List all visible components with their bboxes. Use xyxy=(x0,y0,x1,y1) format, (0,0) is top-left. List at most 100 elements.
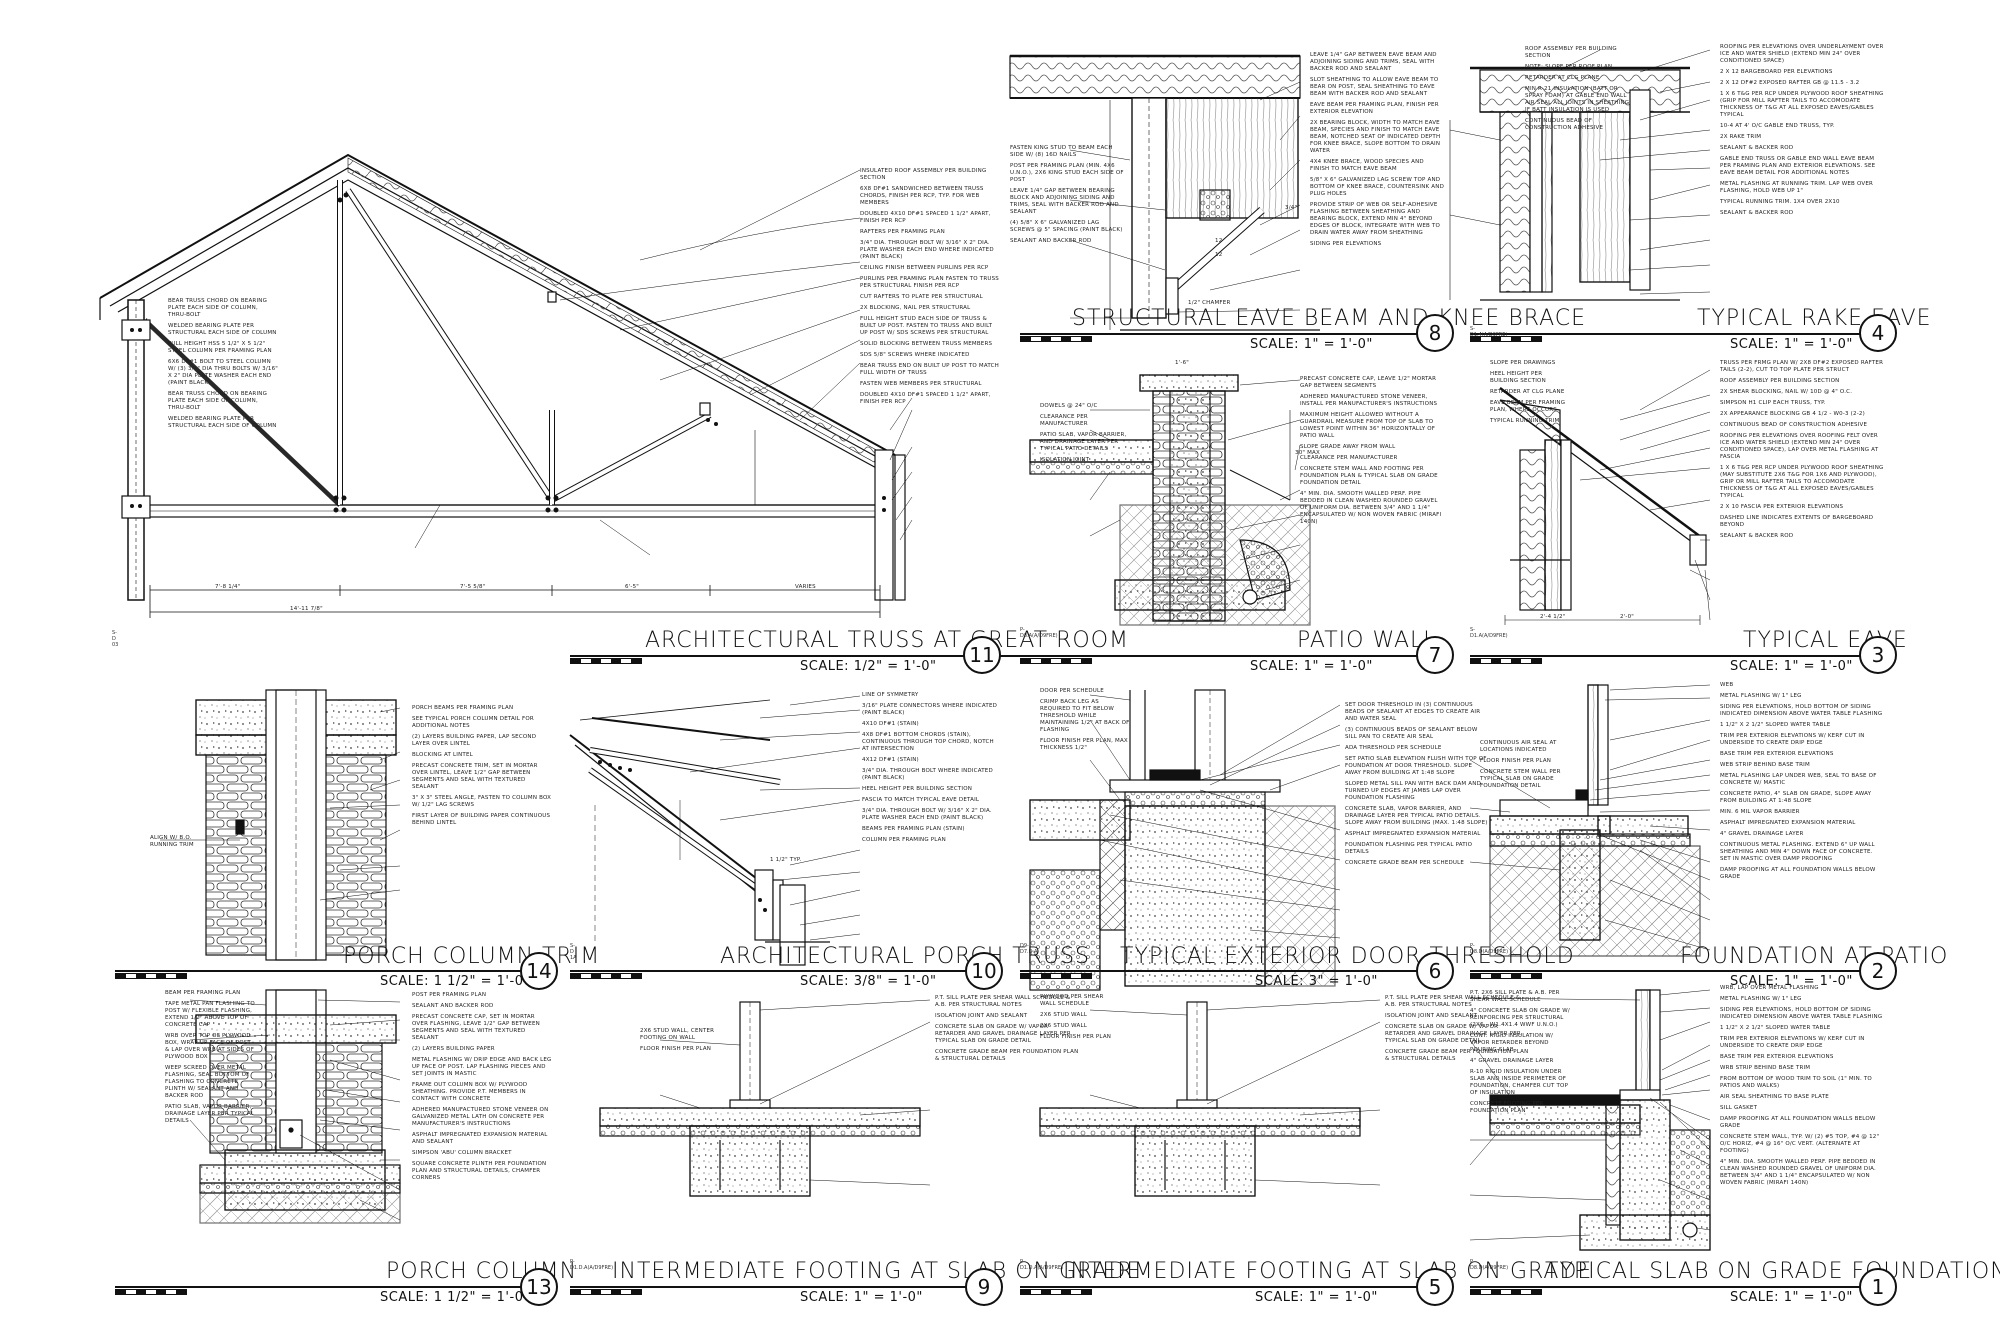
notes-right-d11: INSULATED ROOF ASSEMBLY PER BUILDING SEC… xyxy=(860,168,1000,410)
annotation-note: SET DOOR THRESHOLD IN (3) CONTINUOUS BEA… xyxy=(1345,702,1481,722)
annotation-note: TRIM PER EXTERIOR ELEVATIONS W/ KERF CUT… xyxy=(1720,733,1865,746)
annotation-note: CONTINUOUS AIR SEAL AT LOCATIONS INDICAT… xyxy=(1480,740,1557,753)
annotation-note: ISOLATION JOINT AND SEALANT xyxy=(935,1013,1028,1019)
detail-scale: SCALE: 1" = 1'-0" xyxy=(1255,1290,1378,1305)
detail-title: FOUNDATION AT PATIO xyxy=(1680,944,1949,969)
annotation-note: BLOCKING AT LINTEL xyxy=(412,752,473,758)
annotation-note: SOLID BLOCKING BETWEEN TRUSS MEMBERS xyxy=(860,341,993,347)
detail-title: TYPICAL SLAB ON GRADE FOUNDATION xyxy=(1545,1259,2000,1284)
annotation-note: WRB STRIP BEHIND BASE TRIM xyxy=(1720,1065,1811,1071)
annotation-note: PRECAST CONCRETE TRIM, SET IN MORTAR OVE… xyxy=(412,763,538,790)
annotation-note: (2) LAYERS BUILDING PAPER xyxy=(412,1046,495,1052)
dimension-label: 6'-5" xyxy=(625,584,640,590)
annotation-note: BEAMS PER FRAMING PLAN (STAIN) xyxy=(862,826,965,832)
detail-title: STRUCTURAL EAVE BEAM AND KNEE BRACE xyxy=(1072,306,1587,331)
detail-scale: SCALE: 1" = 1'-0" xyxy=(1250,659,1373,674)
rake-eave-drawing xyxy=(1449,49,1711,301)
annotation-note: 2 X 12 DF#2 EXPOSED RAFTER GB @ 11.5 - 3… xyxy=(1720,80,1860,86)
annotation-note: SILL GASKET xyxy=(1720,1105,1758,1111)
annotation-note: 4" MIN. DIA. SMOOTH WALLED PERF. PIPE BE… xyxy=(1300,491,1442,525)
porch-truss-drawing xyxy=(569,695,861,966)
annotation-note: SDS 5/8" SCREWS WHERE INDICATED xyxy=(860,352,970,358)
annotation-note: ROOFING PER ELEVATIONS OVER ROOFING FELT… xyxy=(1720,433,1879,460)
annotation-note: SEE TYPICAL PORCH COLUMN DETAIL FOR ADDI… xyxy=(412,716,534,729)
dimension-label: 2'-4 1/2" xyxy=(1540,614,1566,620)
annotation-note: PLYWOOD PER SHEAR WALL SCHEDULE xyxy=(1040,994,1104,1007)
annotation-note: LEAVE 1/4" GAP BETWEEN EAVE BEAM AND ADJ… xyxy=(1310,52,1437,72)
annotation-note: 2X6 STUD WALL xyxy=(1040,1023,1088,1029)
annotation-note: CONCRETE SLAB ON GRADE W/ VAPOR RETARDER… xyxy=(1385,1024,1521,1044)
notes-left-d1: P.T. 2X6 SILL PLATE & A.B. PER SHEAR WAL… xyxy=(1470,990,1570,1119)
detail-title: PATIO WALL xyxy=(1297,628,1437,653)
notes-left-d2: CONTINUOUS AIR SEAL AT LOCATIONS INDICAT… xyxy=(1480,740,1570,794)
notes-right-d3: TRUSS PER FRMG PLAN W/ 2X8 DF#2 EXPOSED … xyxy=(1720,360,1885,544)
annotation-note: 3/4" DIA. THROUGH BOLT W/ 3/16" X 2" DIA… xyxy=(862,808,992,821)
detail-number: 10 xyxy=(965,952,1003,990)
sheet-ref: P-D1.D.A(A/D9FRE) xyxy=(570,1259,614,1271)
annotation-note: CONCRETE FOOTING PER FOUNDATION PLAN xyxy=(1470,1101,1544,1114)
annotation-note: CONCRETE PATIO, 4" SLAB ON GRADE, SLOPE … xyxy=(1720,791,1872,804)
detail-scale: SCALE: 1" = 1'-0" xyxy=(1730,659,1853,674)
dimension-label: 12 xyxy=(1215,238,1223,244)
annotation-note: CONTINUOUS METAL FLASHING. EXTEND 6" UP … xyxy=(1720,842,1875,862)
annotation-note: DOUBLED 4X10 DF#1 SPACED 1 1/2" APART, F… xyxy=(860,211,991,224)
annotation-note: HEEL HEIGHT PER BUILDING SECTION xyxy=(862,786,973,792)
annotation-note: CEILING FINISH BETWEEN PURLINS PER RCP xyxy=(860,265,989,271)
annotation-note: 3" X 3" STEEL ANGLE, FASTEN TO COLUMN BO… xyxy=(412,795,552,808)
annotation-note: BEAM PER FRAMING PLAN xyxy=(165,990,241,996)
annotation-note: MIN. 6 MIL VAPOR BARRIER xyxy=(1720,809,1800,815)
annotation-note: POST PER FRAMING PLAN xyxy=(412,992,487,998)
annotation-note: ASPHALT IMPREGNATED EXPANSION MATERIAL A… xyxy=(412,1132,548,1145)
annotation-note: LEAVE 1/4" GAP BETWEEN BEARING BLOCK AND… xyxy=(1010,188,1119,215)
annotation-note: RAFTERS PER FRAMING PLAN xyxy=(860,229,945,235)
detail-title: TYPICAL EXTERIOR DOOR THRESHOLD xyxy=(1120,944,1575,969)
dimension-label: 2'-0" xyxy=(1620,614,1635,620)
annotation-note: 2X APPEARANCE BLOCKING GB 4 1/2 - W0-3 (… xyxy=(1720,411,1865,417)
annotation-note: (2) LAYERS BUILDING PAPER, LAP SECOND LA… xyxy=(412,734,537,747)
annotation-note: ROOFING PER ELEVATIONS OVER UNDERLAYMENT… xyxy=(1720,44,1884,64)
annotation-note: DOUBLED 4X10 DF#1 SPACED 1 1/2" APART, F… xyxy=(860,392,991,405)
annotation-note: POST PER FRAMING PLAN (MIN. 4X6 U.N.O.),… xyxy=(1010,163,1124,183)
annotation-note: 4X12 DF#1 (STAIN) xyxy=(862,757,919,763)
annotation-note: SIDING PER ELEVATIONS, HOLD BOTTOM OF SI… xyxy=(1720,704,1883,717)
annotation-note: DAMP PROOFING AT ALL FOUNDATION WALLS BE… xyxy=(1720,867,1876,880)
annotation-note: BASE TRIM PER EXTERIOR ELEVATIONS xyxy=(1720,751,1834,757)
detail-scale: SCALE: 3/8" = 1'-0" xyxy=(800,974,937,989)
sheet-ref: S-D 03 xyxy=(112,630,119,648)
detail-scale: SCALE: 1" = 1'-0" xyxy=(1730,1290,1853,1305)
sheet-ref: D9-D7.D.A xyxy=(1020,943,1038,955)
annotation-note: CRIMP BACK LEG AS REQUIRED TO FIT BELOW … xyxy=(1040,699,1130,733)
annotation-note: ISOLATION JOINT AND SEALANT xyxy=(1385,1013,1478,1019)
annotation-note: 3/16" PLATE CONNECTORS WHERE INDICATED (… xyxy=(862,703,998,716)
annotation-note: RETARDER AT CLG PLANE xyxy=(1490,389,1565,395)
annotation-note: WELDED BEARING PLATE PER STRUCTURAL EACH… xyxy=(168,323,277,336)
dimension-label: 7'-8 1/4" xyxy=(215,584,241,590)
annotation-note: 5/8" X 6" GALVANIZED LAG SCREW TOP AND B… xyxy=(1310,177,1445,197)
detail-scale: SCALE: 1" = 1'-0" xyxy=(1730,974,1853,989)
detail-number: 14 xyxy=(520,952,558,990)
annotation-note: BEAR TRUSS END ON BUILT UP POST TO MATCH… xyxy=(860,363,999,376)
annotation-note: FOUNDATION FLASHING PER TYPICAL PATIO DE… xyxy=(1345,842,1473,855)
annotation-note: SQUARE CONCRETE PLINTH PER FOUNDATION PL… xyxy=(412,1161,547,1181)
notes-left-d11: BEAR TRUSS CHORD ON BEARING PLATE EACH S… xyxy=(168,298,278,434)
slab-on-grade-foundation-drawing xyxy=(1469,989,1711,1251)
annotation-note: CLEARANCE PER MANUFACTURER xyxy=(1300,455,1398,461)
annotation-note: FASTEN KING STUD TO BEAM EACH SIDE W/ (8… xyxy=(1010,145,1113,158)
detail-number: 6 xyxy=(1416,952,1454,990)
annotation-note: METAL FLASHING LAP UNDER WEB, SEAL TO BA… xyxy=(1720,773,1877,786)
detail-title: PORCH COLUMN TRIM xyxy=(343,944,601,969)
annotation-note: 4X8 DF#1 BOTTOM CHORDS (STAIN), CONTINUO… xyxy=(862,732,994,752)
annotation-note: FROM BOTTOM OF WOOD TRIM TO SOIL (1" MIN… xyxy=(1720,1076,1872,1089)
annotation-note: WEEP SCREED OVER METAL FLASHING, SEAL BO… xyxy=(165,1065,250,1099)
annotation-note: ISOLATION JOINT xyxy=(1040,457,1090,463)
notes-right-d9: P.T. SILL PLATE PER SHEAR WALL SCHEDULE … xyxy=(935,995,1080,1067)
dimension-label: 30" MAX xyxy=(1295,450,1320,456)
detail-scale: SCALE: 1 1/2" = 1'-0" xyxy=(380,974,530,989)
annotation-note: ROOF ASSEMBLY PER BUILDING SECTION xyxy=(1525,46,1617,59)
annotation-note: COLUMN PER FRAMING PLAN xyxy=(862,837,946,843)
annotation-note: 1 1/2" X 2 1/2" SLOPED WATER TABLE xyxy=(1720,722,1831,728)
annotation-note: INSULATED ROOF ASSEMBLY PER BUILDING SEC… xyxy=(860,168,987,181)
